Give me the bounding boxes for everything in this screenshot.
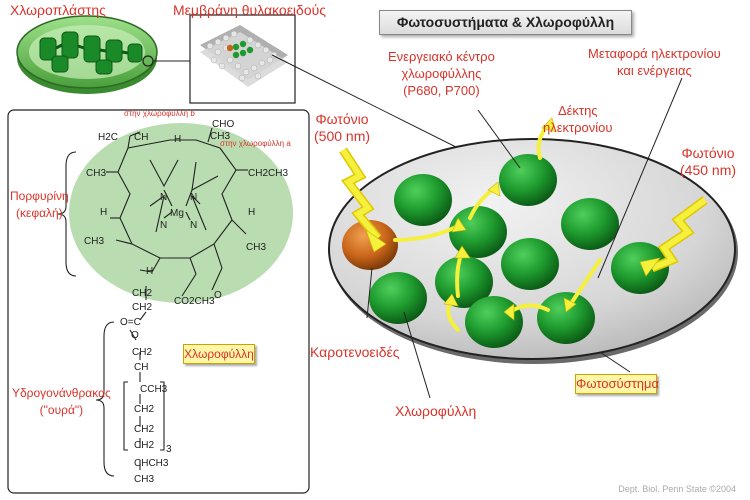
carotenoids-label: Καροτενοειδές [310, 344, 400, 360]
photon-zigzag-arrow-icon [339, 147, 387, 253]
chem-h3: H [248, 207, 255, 218]
chlorophyll-disc [435, 256, 493, 308]
page-title: Φωτοσυστήματα & Χλωροφύλλη [379, 10, 632, 35]
chem-ch3-end: CH3 [134, 474, 154, 485]
chlorophyll-label: Χλωροφύλλη [395, 403, 477, 419]
porphyrin-label: Πορφυρίνη(κεφαλή) [10, 189, 69, 220]
chlorophyll-disc [611, 242, 669, 294]
chlorophyll-disc [449, 206, 507, 258]
chem-ch2-a: CH2 [132, 288, 152, 299]
chem-h2c: H2C [98, 132, 118, 143]
chem-mg: Mg [170, 208, 184, 219]
chlorophyll-disc [537, 292, 595, 344]
chem-ch2-e: CH2 [134, 424, 154, 435]
chem-ch2ch3: CH2CH3 [248, 168, 288, 179]
chlorophyll-molecules [342, 154, 669, 348]
chem-h4: H [146, 266, 153, 277]
chem-sub3: 3 [166, 444, 172, 455]
chem-oco: O=C [120, 317, 141, 328]
chlorophyll-disc [394, 174, 452, 226]
photon-zigzag-arrow-icon [639, 196, 708, 277]
chlorophyll-disc [499, 154, 557, 206]
chem-ch3-right: CH3 [246, 242, 266, 253]
chem-ch2-f: CH2 [134, 440, 154, 451]
chem-n4: N [190, 220, 197, 231]
chem-n1: N [160, 192, 167, 203]
label-to-chl-a: στην χλωροφύλλη a [220, 139, 291, 148]
chloroplast-label: Χλωροπλάστης [10, 2, 106, 18]
photosystem-tag: Φωτοσύστημα [575, 374, 659, 394]
chem-ch2-d: CH2 [134, 404, 154, 415]
chlorophyll-disc [561, 198, 619, 250]
chloroplast-icon [16, 15, 158, 94]
chem-h2: H [100, 207, 107, 218]
chem-ch3-left: CH3 [86, 168, 106, 179]
chem-ch2-b: CH2 [132, 302, 152, 313]
chemistry-labels: CHO CH3 H2C CH Mg N N N N H H H H CH3 CH… [84, 109, 291, 485]
chem-o: O [214, 290, 222, 301]
chlorophyll-box: Χλωροφύλλη [183, 344, 255, 364]
chem-ch3-lower: CH3 [84, 236, 104, 247]
chem-o-ester: O [131, 330, 139, 341]
chlorophyll-disc [369, 272, 427, 324]
porphyrin-structure [57, 127, 248, 477]
thylakoid-membrane-icon [189, 14, 296, 104]
chem-ch-vinyl: CH [134, 132, 148, 143]
chlorophyll-disc [501, 238, 559, 290]
photon-500-label: Φωτόνιο(500 nm) [314, 111, 371, 144]
credit: Dept. Biol. Penn State ©2004 [618, 484, 736, 494]
chem-n3: N [160, 220, 167, 231]
chem-n2: N [190, 192, 197, 203]
chem-cho: CHO [212, 119, 234, 130]
chem-ch3-top: CH3 [210, 131, 230, 142]
chem-co2ch3: CO2CH3 [174, 296, 215, 307]
chem-cch3: CCH3 [140, 384, 168, 395]
hydrocarbon-label: Υδρογονάνθρακας("ουρά") [12, 386, 111, 417]
label-to-chl-b: στην χλωροφύλλη b [124, 109, 195, 118]
chem-chch3: CHCH3 [134, 458, 169, 469]
thylakoid-membrane-label: Μεμβράνη θυλακοειδούς [173, 2, 327, 18]
chem-ch2-c: CH2 [132, 347, 152, 358]
carotenoid-disc [342, 220, 398, 270]
chem-h1: H [174, 134, 181, 145]
photon-450-label: Φωτόνιο(450 nm) [680, 145, 737, 178]
chem-ch: CH [134, 362, 148, 373]
